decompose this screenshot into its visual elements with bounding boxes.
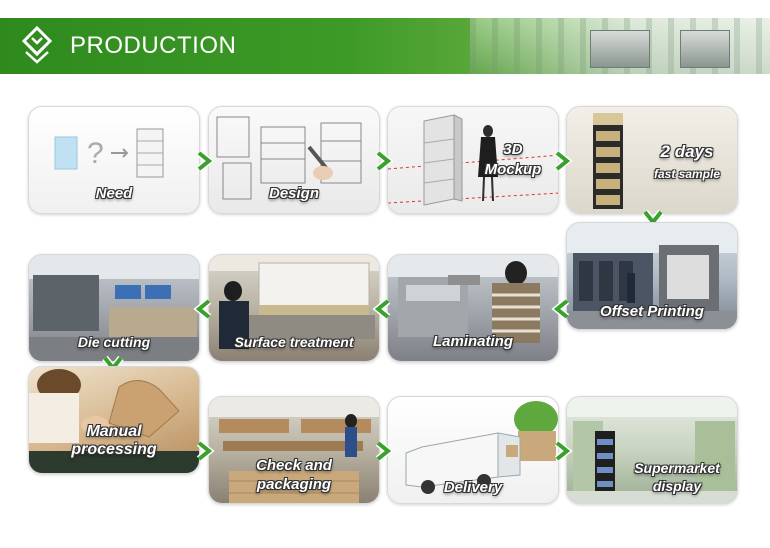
offset-press-illustration — [567, 223, 737, 329]
step-label: Mockup — [484, 161, 542, 178]
step-check-packaging: Check and packaging — [208, 396, 380, 504]
step-label: processing — [71, 441, 157, 458]
step-label: Need — [95, 185, 133, 202]
step-label: Delivery — [443, 479, 503, 496]
step-surface-treatment: Surface treatment — [208, 254, 380, 362]
chevron-right-icon — [196, 150, 215, 172]
sample-display-illustration — [593, 113, 623, 209]
manual-processing-illustration — [29, 369, 199, 473]
step-manual-processing: Manual processing — [28, 366, 200, 474]
chevron-right-icon — [196, 440, 215, 462]
banner-title: PRODUCTION — [70, 32, 237, 59]
step-label: Offset Printing — [600, 303, 704, 320]
step-design: Design — [208, 106, 380, 214]
banner-machine — [590, 30, 650, 68]
mockup-illustration — [388, 114, 558, 206]
step-label: Surface treatment — [234, 334, 354, 350]
surface-treatment-illustration — [209, 255, 379, 349]
step-label: Manual — [86, 423, 142, 440]
step-label: 2 days — [660, 142, 714, 161]
step-offset-printing: Offset Printing — [566, 222, 738, 330]
step-need: ? Need — [28, 106, 200, 214]
step-laminating: Laminating — [387, 254, 559, 362]
chevron-right-icon — [375, 440, 394, 462]
step-label: Design — [268, 185, 319, 202]
need-illustration: ? — [54, 128, 164, 178]
header-banner: PRODUCTION — [0, 18, 770, 74]
step-mockup: 3D Mockup — [387, 106, 559, 214]
chevron-left-icon — [551, 298, 570, 320]
step-label: packaging — [256, 476, 332, 493]
supermarket-illustration — [567, 397, 737, 503]
chevron-right-icon — [375, 150, 394, 172]
step-sample: 2 days fast sample — [566, 106, 738, 214]
step-label: fast sample — [653, 167, 721, 181]
chevron-right-icon — [554, 150, 573, 172]
packaging-illustration — [209, 397, 379, 503]
laminating-illustration — [388, 255, 558, 343]
step-label: Check and — [256, 457, 332, 474]
company-logo-icon — [21, 26, 53, 64]
step-delivery: Delivery — [387, 396, 559, 504]
chevron-right-icon — [554, 440, 573, 462]
step-label: Die cutting — [77, 334, 151, 350]
chevron-left-icon — [372, 298, 391, 320]
step-die-cutting: Die cutting — [28, 254, 200, 362]
banner-machine — [680, 30, 730, 68]
step-label: display — [652, 478, 702, 494]
step-label: 3D — [503, 141, 523, 158]
die-cutting-illustration — [29, 255, 199, 361]
delivery-truck-illustration — [405, 401, 558, 494]
design-sketch-illustration — [216, 116, 362, 200]
question-mark: ? — [87, 137, 104, 170]
step-supermarket-display: Supermarket display — [566, 396, 738, 504]
step-label: Supermarket — [634, 460, 720, 476]
step-label: Laminating — [432, 333, 513, 350]
chevron-left-icon — [193, 298, 212, 320]
